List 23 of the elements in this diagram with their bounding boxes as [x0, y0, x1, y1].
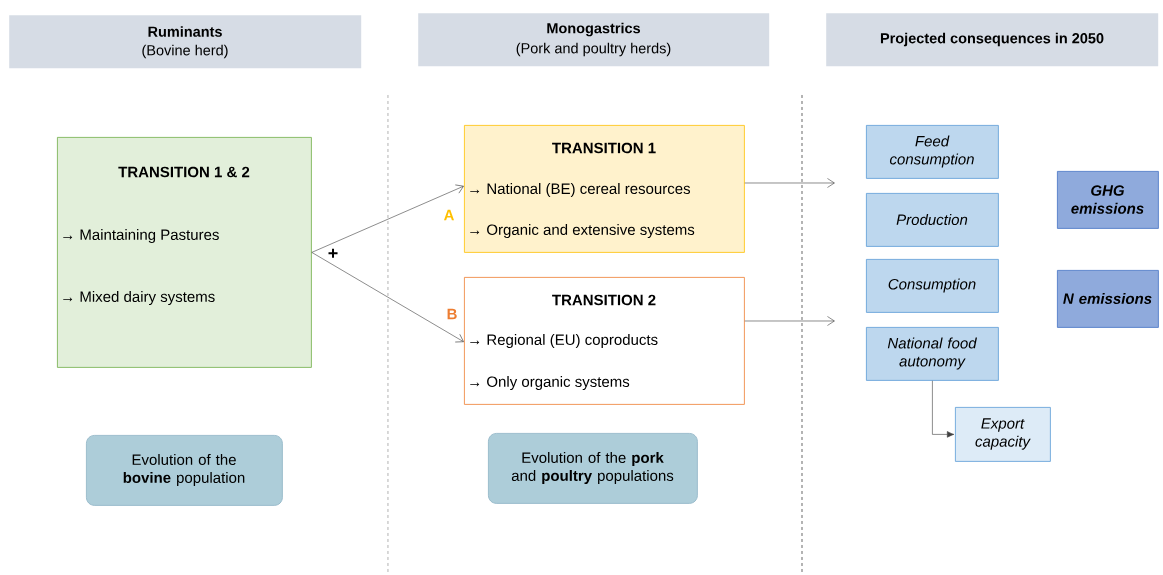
consequence-box: Export capacity [955, 407, 1051, 462]
plus-sign: + [328, 248, 338, 258]
consequence-box: Consumption [866, 259, 999, 313]
header-band: Projected consequences in 2050 [826, 13, 1159, 67]
arrow [744, 316, 835, 326]
rounded-box: Evolution of the bovine population [86, 435, 283, 506]
consequence-box: Production [866, 193, 999, 247]
transition-box: TRANSITION 1 → National (BE) cereal resources → Organic and extensive systems [464, 125, 745, 253]
arrow [311, 184, 464, 253]
transition-box: TRANSITION 2 → Regional (EU) coproducts → Only organic systems [464, 277, 745, 405]
consequence-box: Feed consumption [866, 125, 999, 179]
header-band: Monogastrics (Pork and poultry herds) [418, 13, 770, 67]
header-band: Ruminants (Bovine herd) [9, 15, 362, 69]
consequence-box: National food autonomy [866, 327, 999, 381]
arrow [932, 380, 955, 438]
emission-box: N emissions [1057, 270, 1159, 328]
arrow [311, 252, 464, 343]
arrow [744, 178, 835, 188]
edge-label: B [445, 307, 459, 321]
transition-box: TRANSITION 1 & 2 → Maintaining Pastures → Mixed dairy systems [57, 137, 312, 368]
rounded-box: Evolution of the pork and poultry populations [488, 433, 698, 504]
emission-box: GHG emissions [1057, 171, 1159, 229]
edge-label: A [442, 208, 456, 222]
